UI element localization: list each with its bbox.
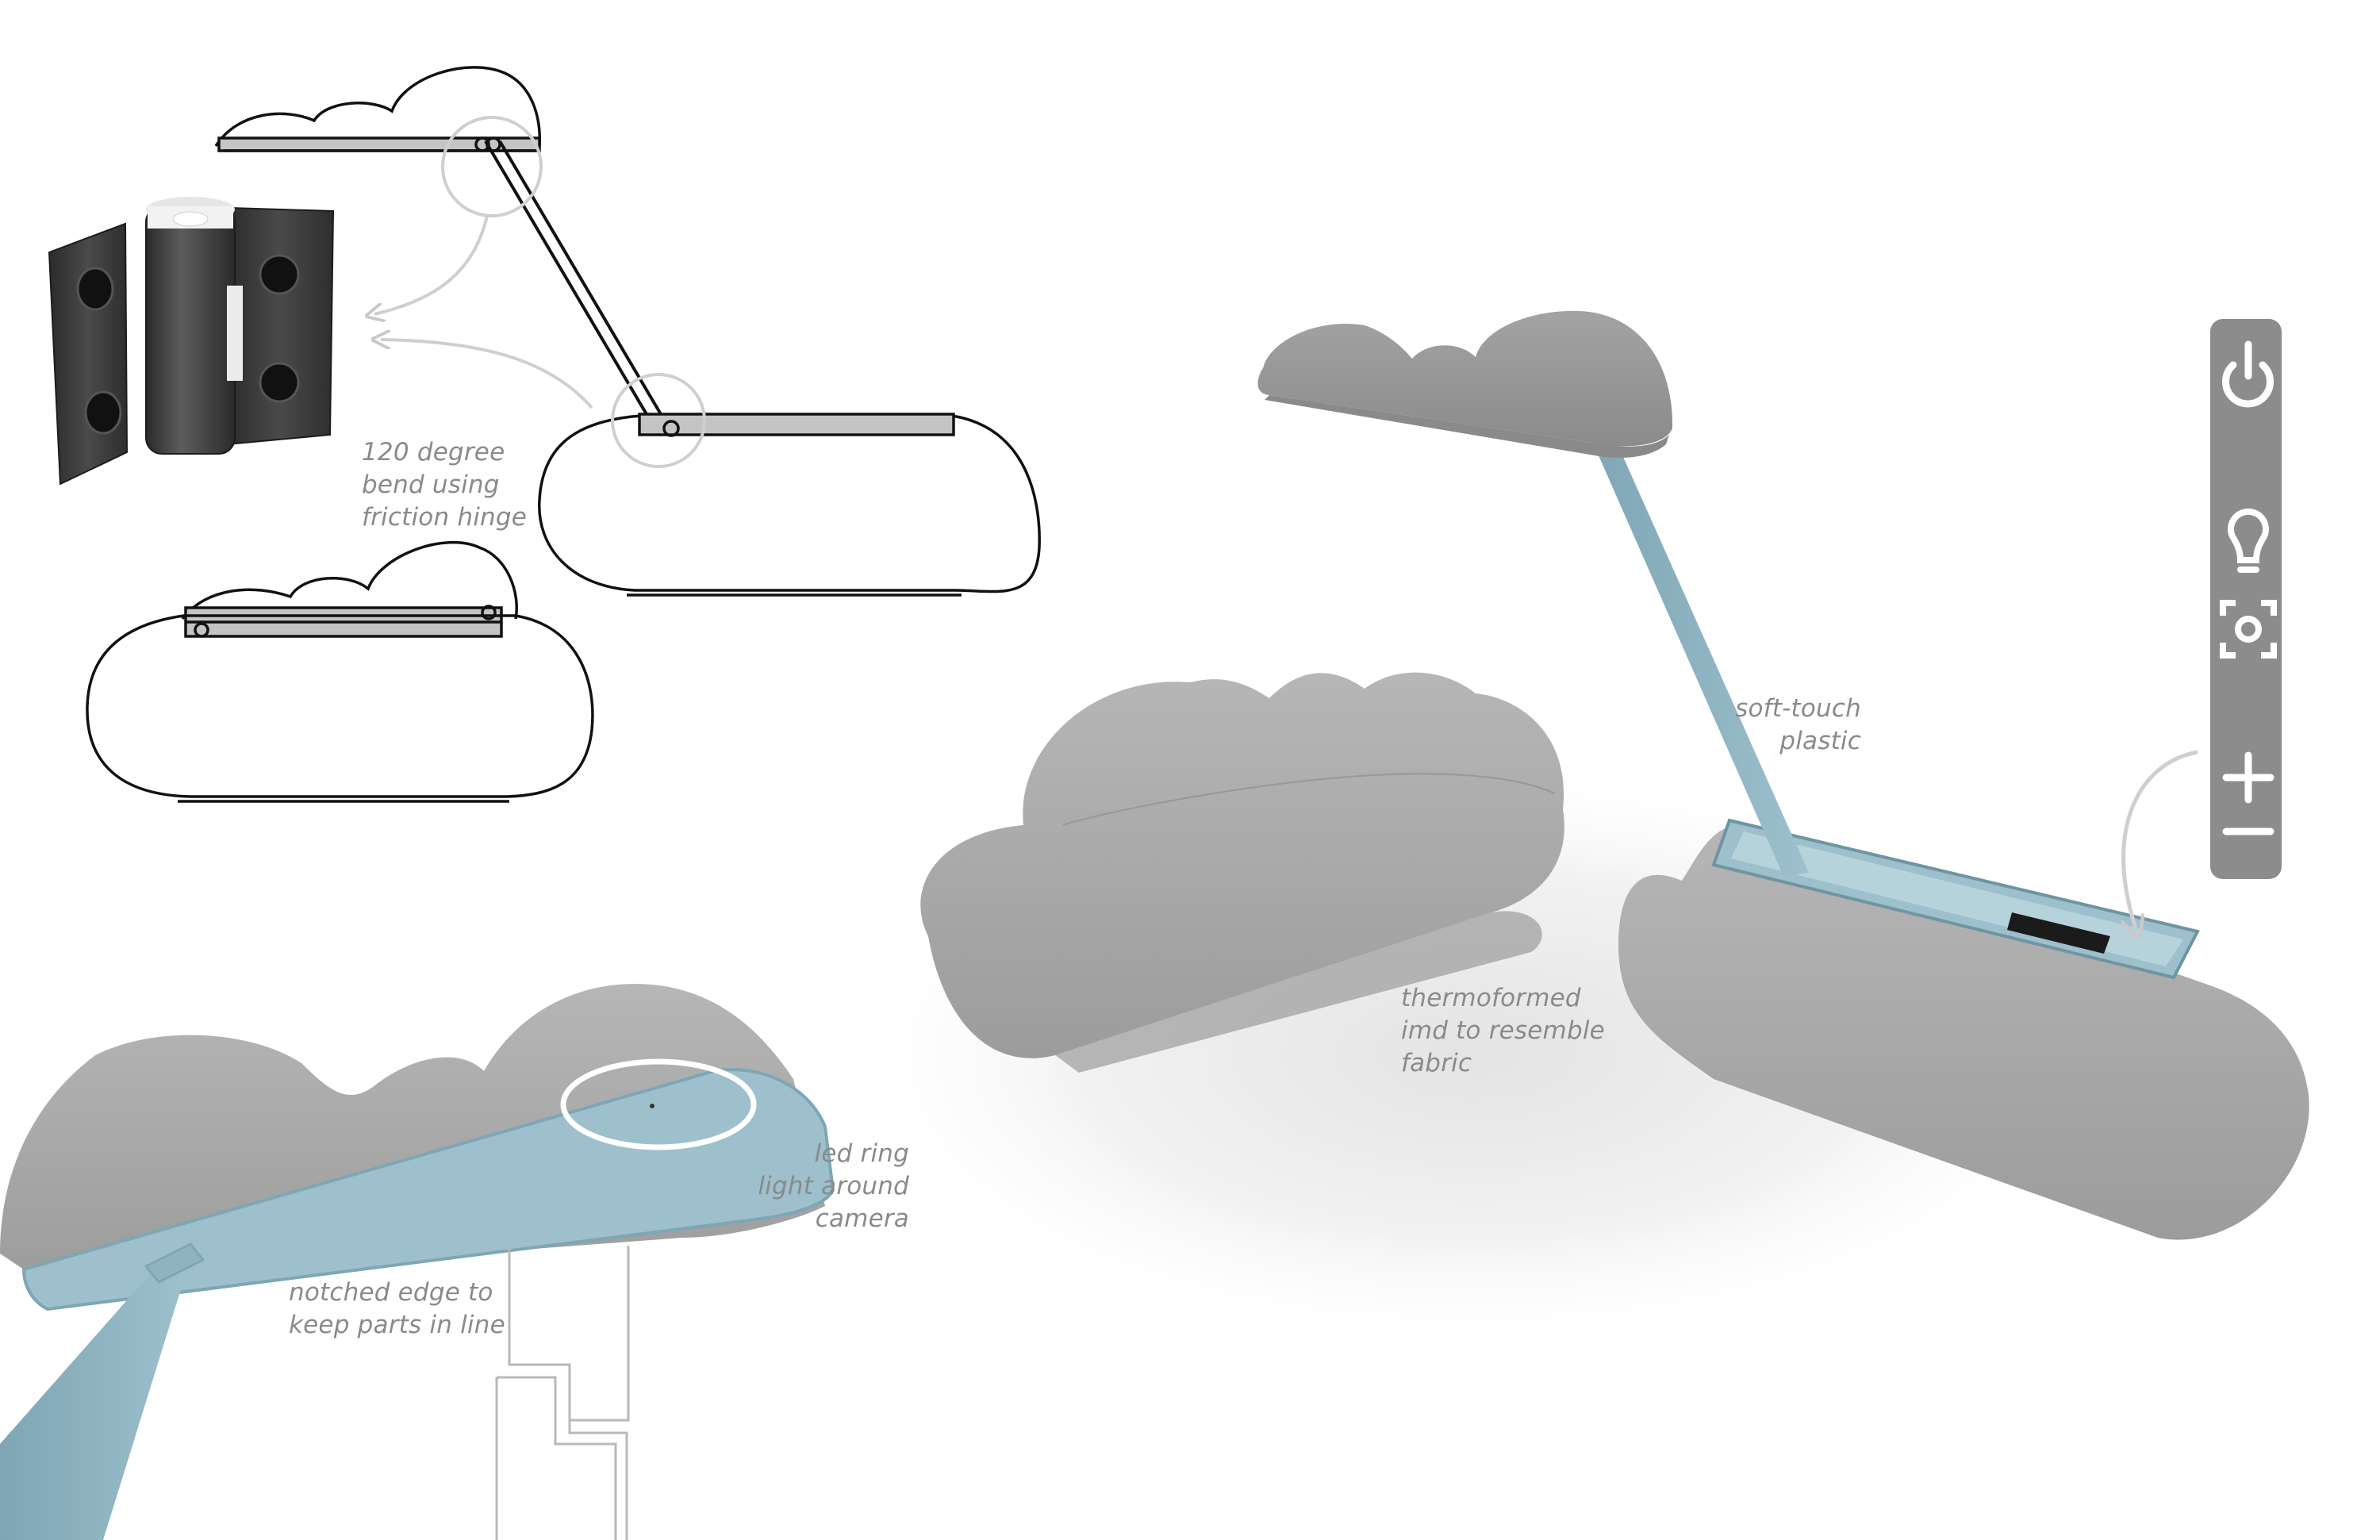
annotation-line: fabric (1401, 1049, 1472, 1077)
lamp-arm-render (1587, 428, 1809, 876)
lamp-head-render (1257, 310, 1673, 459)
hinge-bend-annotation: 120 degree bend using friction hinge (362, 436, 527, 534)
annotation-line: camera (815, 1204, 909, 1233)
annotation-line: 120 degree (362, 438, 505, 467)
head-hinge-detail (441, 116, 543, 217)
annotation-line: thermoformed (1401, 984, 1581, 1012)
detail-arrows (374, 215, 593, 409)
led-ring-annotation: led ring light around camera (738, 1138, 909, 1235)
open-lamp-sketch (214, 66, 1041, 597)
annotation-line: led ring (814, 1139, 909, 1168)
head-closeup-render (0, 984, 835, 1540)
camera-icon[interactable] (2220, 600, 2277, 659)
annotation-line: keep parts in line (289, 1311, 505, 1339)
notched-edge-sketch (495, 1246, 630, 1540)
led-ring (560, 1058, 757, 1150)
lamp-base-render (1618, 818, 2309, 1240)
closed-lamp-sketch (86, 540, 594, 803)
cloud-body-render (920, 672, 1564, 1073)
annotation-line: friction hinge (362, 503, 528, 532)
control-strip-arrow (2124, 750, 2198, 928)
detail-circles (441, 116, 706, 468)
annotation-line: light around (758, 1172, 909, 1200)
camera-lens (650, 1104, 654, 1108)
base-hinge-detail (611, 373, 706, 468)
plus-icon[interactable] (2222, 751, 2274, 804)
control-strip (2210, 319, 2282, 879)
friction-hinge-render (48, 197, 335, 486)
thermoformed-annotation: thermoformed imd to resemble fabric (1401, 982, 1605, 1080)
soft-touch-annotation: soft-touch plastic (1702, 693, 1861, 758)
power-icon[interactable] (2222, 340, 2274, 408)
annotation-line: notched edge to (289, 1278, 493, 1307)
annotation-line: bend using (362, 470, 500, 499)
annotation-line: plastic (1779, 727, 1861, 755)
annotation-line: soft-touch (1735, 694, 1861, 723)
annotation-line: imd to resemble (1401, 1016, 1605, 1045)
notched-edge-annotation: notched edge to keep parts in line (289, 1277, 505, 1342)
bulb-icon[interactable] (2228, 508, 2269, 573)
